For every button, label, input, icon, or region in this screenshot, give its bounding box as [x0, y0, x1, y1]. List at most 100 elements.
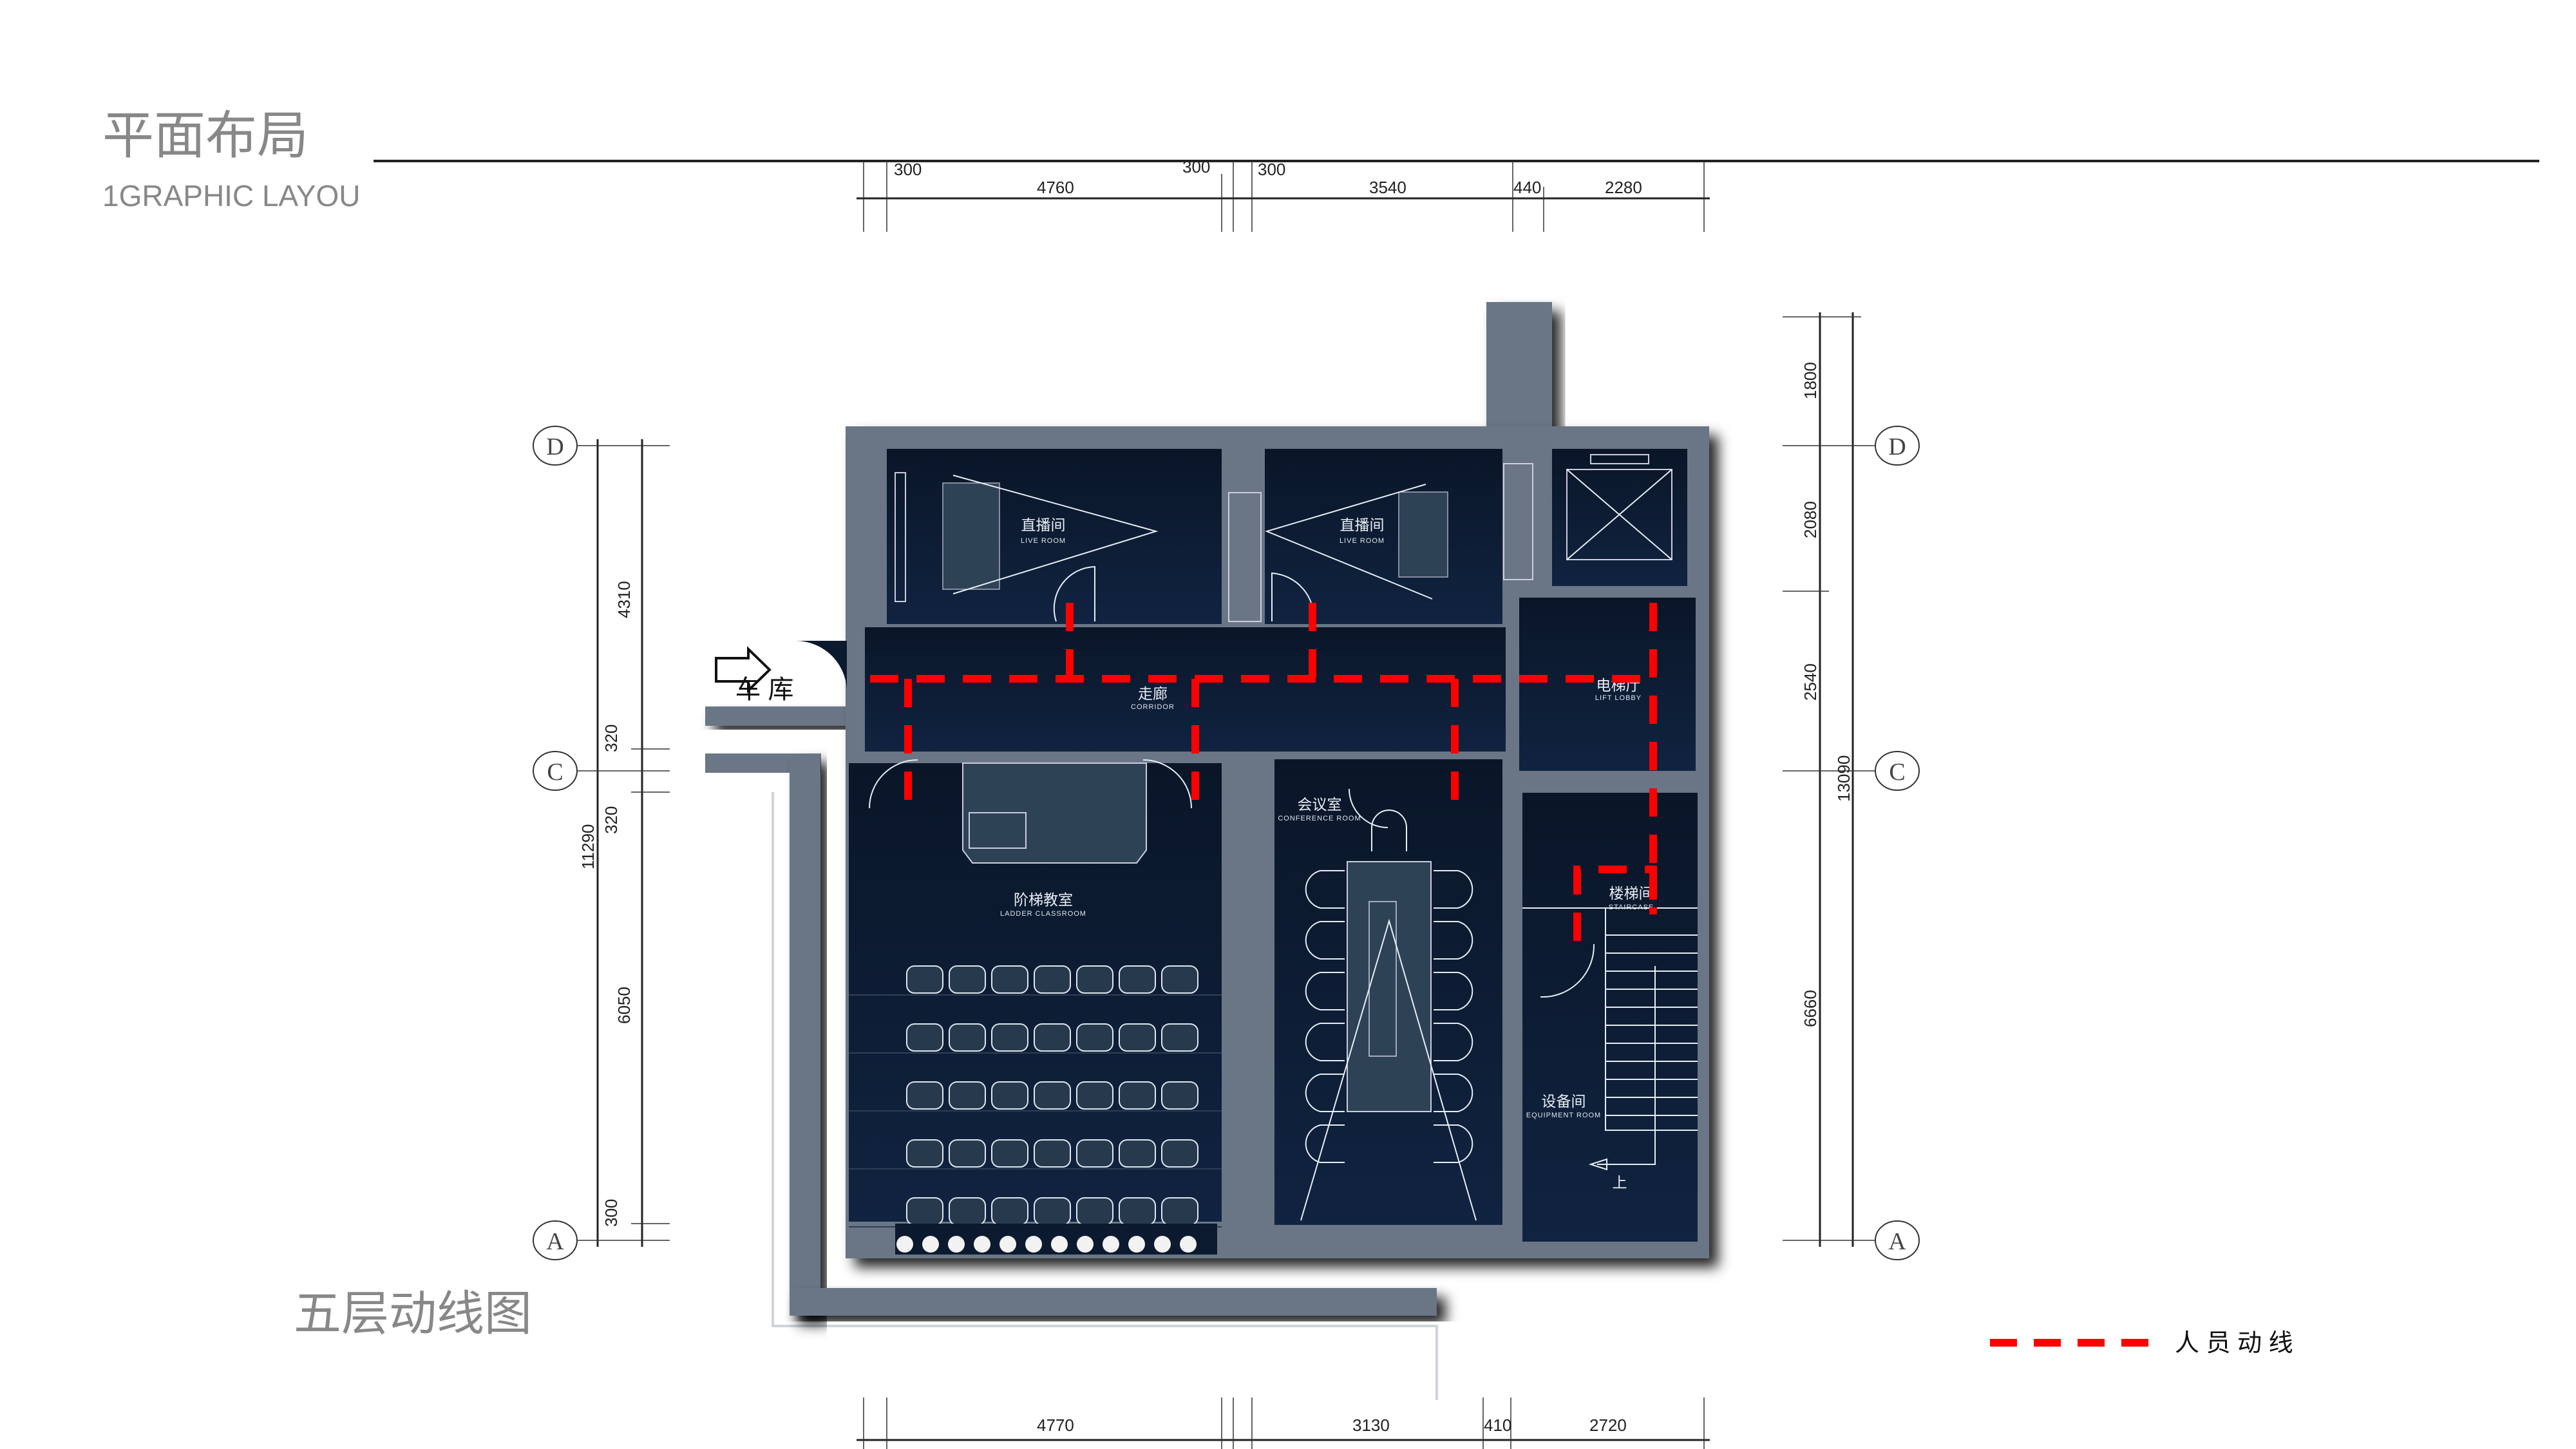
dim-top-6: 440 [1513, 178, 1541, 197]
svg-text:LADDER CLASSROOM: LADDER CLASSROOM [1000, 910, 1086, 918]
svg-text:C: C [547, 759, 563, 786]
classroom-seat [1119, 1197, 1156, 1226]
svg-text:直播间: 直播间 [1021, 516, 1066, 533]
classroom-seat [1076, 1081, 1113, 1110]
classroom-seat [991, 965, 1028, 994]
svg-text:直播间: 直播间 [1340, 516, 1385, 533]
top-dimension-chain: 300 4760 300 300 3540 440 2280 [857, 157, 1710, 232]
plant-icon [922, 1236, 939, 1253]
room-live-1 [887, 449, 1222, 624]
plant-icon [1128, 1236, 1145, 1253]
dim-top-1: 300 [894, 160, 922, 179]
room-live-2 [1228, 449, 1533, 624]
conference-chair [1434, 972, 1473, 1010]
classroom-seat [906, 1081, 943, 1110]
conference-chair [1305, 870, 1345, 909]
entrance-label: 车 库 [735, 676, 793, 704]
classroom-seat [1161, 1197, 1198, 1226]
dim-right-2: 2080 [1801, 501, 1820, 538]
classroom-seat [1161, 1081, 1198, 1110]
classroom-seat [1161, 965, 1198, 994]
conference-chair [1305, 1023, 1345, 1061]
svg-text:CORRIDOR: CORRIDOR [1131, 703, 1175, 711]
conference-chair [1434, 1023, 1473, 1061]
svg-text:LIFT LOBBY: LIFT LOBBY [1595, 694, 1642, 702]
svg-text:A: A [1888, 1228, 1906, 1255]
conference-chair [1434, 1074, 1473, 1112]
axis-bubble-right-d: D [1875, 426, 1920, 466]
conference-chair [1305, 1074, 1345, 1112]
classroom-seat [991, 1081, 1028, 1110]
classroom-seat [1161, 1139, 1198, 1168]
classroom-seat [1034, 1023, 1071, 1052]
classroom-seat [949, 1139, 986, 1168]
dim-top-5: 3540 [1369, 178, 1406, 197]
svg-text:LIVE ROOM: LIVE ROOM [1340, 537, 1385, 545]
svg-text:阶梯教室: 阶梯教室 [1014, 891, 1073, 908]
plant-icon [1025, 1236, 1042, 1253]
dim-bottom-4: 2720 [1589, 1416, 1627, 1435]
axis-bubble-left-a: A [533, 1220, 578, 1260]
plant-icon [896, 1236, 913, 1253]
dim-bottom-2: 3130 [1352, 1416, 1390, 1435]
classroom-seat [1034, 965, 1071, 994]
entrance-door [795, 640, 848, 696]
svg-text:C: C [1889, 759, 1905, 786]
classroom-seat [906, 1139, 943, 1168]
classroom-seat [1161, 1023, 1198, 1052]
room-conference [1274, 759, 1502, 1225]
svg-text:会议室: 会议室 [1298, 796, 1342, 813]
axis-bubble-right-c: C [1875, 751, 1920, 791]
plant-icon [1077, 1236, 1094, 1253]
conference-chair [1305, 1124, 1345, 1163]
classroom-seat [949, 1197, 986, 1226]
classroom-seat [906, 1197, 943, 1226]
plant-icon [1051, 1236, 1068, 1253]
dim-top-7: 2280 [1605, 178, 1642, 197]
classroom-seat [1076, 1023, 1113, 1052]
dim-bottom-1: 4770 [1037, 1416, 1074, 1435]
page-title: 平面布局 [102, 107, 308, 164]
dim-left-5: 300 [601, 1199, 621, 1227]
conference-chair [1434, 870, 1473, 909]
dim-left-total: 11290 [578, 824, 598, 869]
right-dimension-chain: 1800 2080 2540 6660 13090 D C A [1783, 312, 1920, 1260]
dim-right-total: 13090 [1834, 755, 1853, 802]
classroom-seat [949, 1081, 986, 1110]
dim-top-4: 300 [1258, 160, 1285, 179]
room-ladder-classroom [849, 759, 1222, 1255]
classroom-seat [991, 1197, 1028, 1226]
plant-icon [1154, 1236, 1171, 1253]
classroom-seat [1034, 1197, 1071, 1226]
dim-right-1: 1800 [1801, 362, 1820, 399]
classroom-seat [949, 1023, 986, 1052]
legend-label: 人 员 动 线 [2175, 1330, 2293, 1357]
dim-left-1: 4310 [614, 581, 634, 618]
entrance-arrow-icon [715, 646, 772, 694]
garage-access-walls [705, 706, 1438, 1400]
classroom-seat [1076, 1197, 1113, 1226]
conference-chair [1305, 921, 1345, 960]
classroom-seat [949, 965, 986, 994]
bottom-dimension-chain: 4770 3130 410 2720 [857, 1397, 1710, 1449]
classroom-seat [991, 1139, 1028, 1168]
svg-text:楼梯间: 楼梯间 [1609, 885, 1654, 902]
axis-bubble-left-d: D [533, 426, 578, 466]
left-dimension-chain: 4310 320 320 6050 300 11290 D C A [533, 426, 670, 1260]
svg-text:走廊: 走廊 [1138, 685, 1168, 702]
classroom-seat [1119, 1081, 1156, 1110]
plant-icon [1180, 1236, 1197, 1253]
classroom-seat [1034, 1139, 1071, 1168]
dim-bottom-3: 410 [1484, 1416, 1511, 1435]
dim-left-4: 6050 [614, 987, 634, 1024]
svg-text:A: A [546, 1228, 564, 1255]
room-staircase-equipment [1522, 793, 1698, 1242]
classroom-seat [1119, 965, 1156, 994]
conference-chair [1434, 921, 1473, 960]
page-subtitle: 1GRAPHIC LAYOU [102, 179, 360, 213]
room-corridor [865, 627, 1506, 752]
dim-top-2: 4760 [1037, 178, 1074, 197]
plant-icon [948, 1236, 965, 1253]
